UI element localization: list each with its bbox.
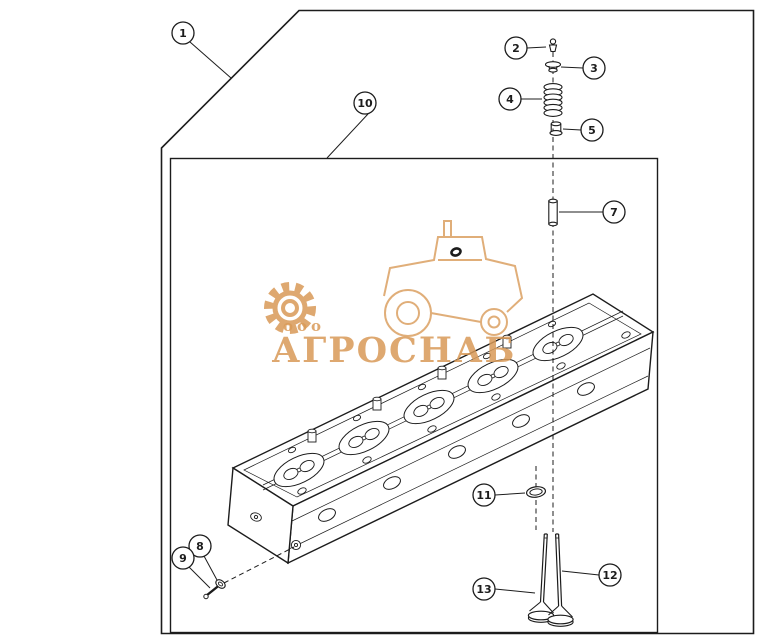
callout-4[interactable]: 4 [498, 87, 542, 111]
callouts: 1 2 3 4 5 7 10 [171, 21, 626, 601]
svg-text:4: 4 [506, 93, 514, 106]
valve-guide [548, 198, 558, 227]
cylinder-head [227, 293, 655, 565]
callout-9[interactable]: 9 [171, 546, 211, 589]
head-bolt-holes-front [297, 331, 631, 495]
svg-text:2: 2 [512, 42, 520, 55]
cup-plug [203, 579, 226, 600]
head-end-hole [250, 512, 262, 522]
valve-spring [543, 83, 563, 117]
callout-13[interactable]: 13 [472, 577, 536, 601]
watermark-company-text: АГРОСНАБ [272, 330, 517, 371]
svg-text:13: 13 [476, 583, 491, 596]
head-front-ports [318, 382, 595, 522]
valve-seat-group-1 [273, 452, 325, 488]
valve-seat-group-3 [403, 389, 455, 425]
watermark-tractor-icon [383, 220, 524, 337]
callout-5[interactable]: 5 [562, 118, 604, 142]
deck-plug [450, 247, 462, 257]
o-ring [525, 486, 547, 498]
svg-text:1: 1 [179, 27, 187, 40]
head-deck-inset [243, 302, 642, 498]
callout-8[interactable]: 8 [188, 534, 218, 581]
callout-10[interactable]: 10 [326, 91, 377, 159]
watermark: ооо АГРОСНАБ [264, 220, 524, 371]
svg-text:10: 10 [357, 97, 373, 110]
head-front-lowerline [288, 375, 649, 550]
callout-11[interactable]: 11 [472, 483, 526, 507]
svg-text:12: 12 [602, 569, 617, 582]
spring-retainer [544, 61, 562, 73]
valve-keeper [548, 38, 558, 53]
valve-seat-group-2 [338, 420, 390, 456]
outer-border [160, 9, 755, 635]
watermark-prefix-text: ооо [283, 317, 325, 335]
svg-text:7: 7 [610, 206, 618, 219]
callout-3[interactable]: 3 [560, 56, 606, 80]
callout-1[interactable]: 1 [171, 21, 232, 79]
watermark-gear-icon [264, 282, 316, 334]
callout-2[interactable]: 2 [504, 36, 547, 60]
svg-text:8: 8 [196, 540, 204, 553]
svg-text:5: 5 [588, 124, 596, 137]
svg-text:11: 11 [476, 489, 491, 502]
head-plug-bore [290, 539, 302, 551]
svg-text:9: 9 [179, 552, 187, 565]
valve-stem-seal [549, 121, 563, 136]
valve-right [547, 533, 574, 627]
valve-seat-group-5 [532, 326, 584, 362]
callout-12[interactable]: 12 [561, 563, 622, 587]
inner-frame [169, 157, 659, 634]
plug-pin [203, 593, 209, 600]
valve-seat-group-4 [467, 358, 519, 394]
plug-centerline [223, 546, 295, 584]
head-towers [307, 334, 512, 443]
head-front-midline [291, 347, 651, 522]
head-bolt-holes-back [287, 320, 557, 454]
callout-7[interactable]: 7 [559, 200, 626, 224]
valve-left [527, 533, 555, 623]
svg-text:3: 3 [590, 62, 598, 75]
